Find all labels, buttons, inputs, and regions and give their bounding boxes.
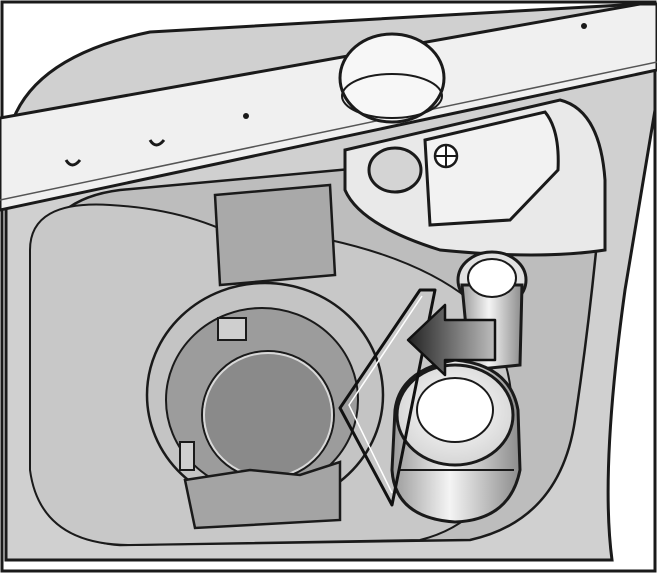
filter-tab-left [179,441,195,471]
nozzle-1 [64,159,82,167]
pump-inlet [367,146,423,194]
filter-cup [201,350,335,480]
spray-arm [0,2,657,212]
arrow-left-icon [406,303,497,377]
spray-arm-hub [338,32,446,124]
pump-pipe-opening [467,258,517,298]
drain-channel [213,183,337,287]
spray-arm-edge [0,61,657,201]
nozzle-2 [148,139,166,147]
spray-arm-hub-base [341,73,443,119]
spray-arm-nozzles [64,139,166,167]
wire-bracket-inner [348,295,423,494]
pump-cover [423,110,560,227]
spray-arm-hole-2 [581,23,587,29]
spray-arm-hole-1 [243,113,249,119]
filter-flap [183,460,342,530]
filter-tab-top [217,317,247,341]
wire-bracket [338,288,437,507]
non-return-valve-inner [416,377,494,443]
